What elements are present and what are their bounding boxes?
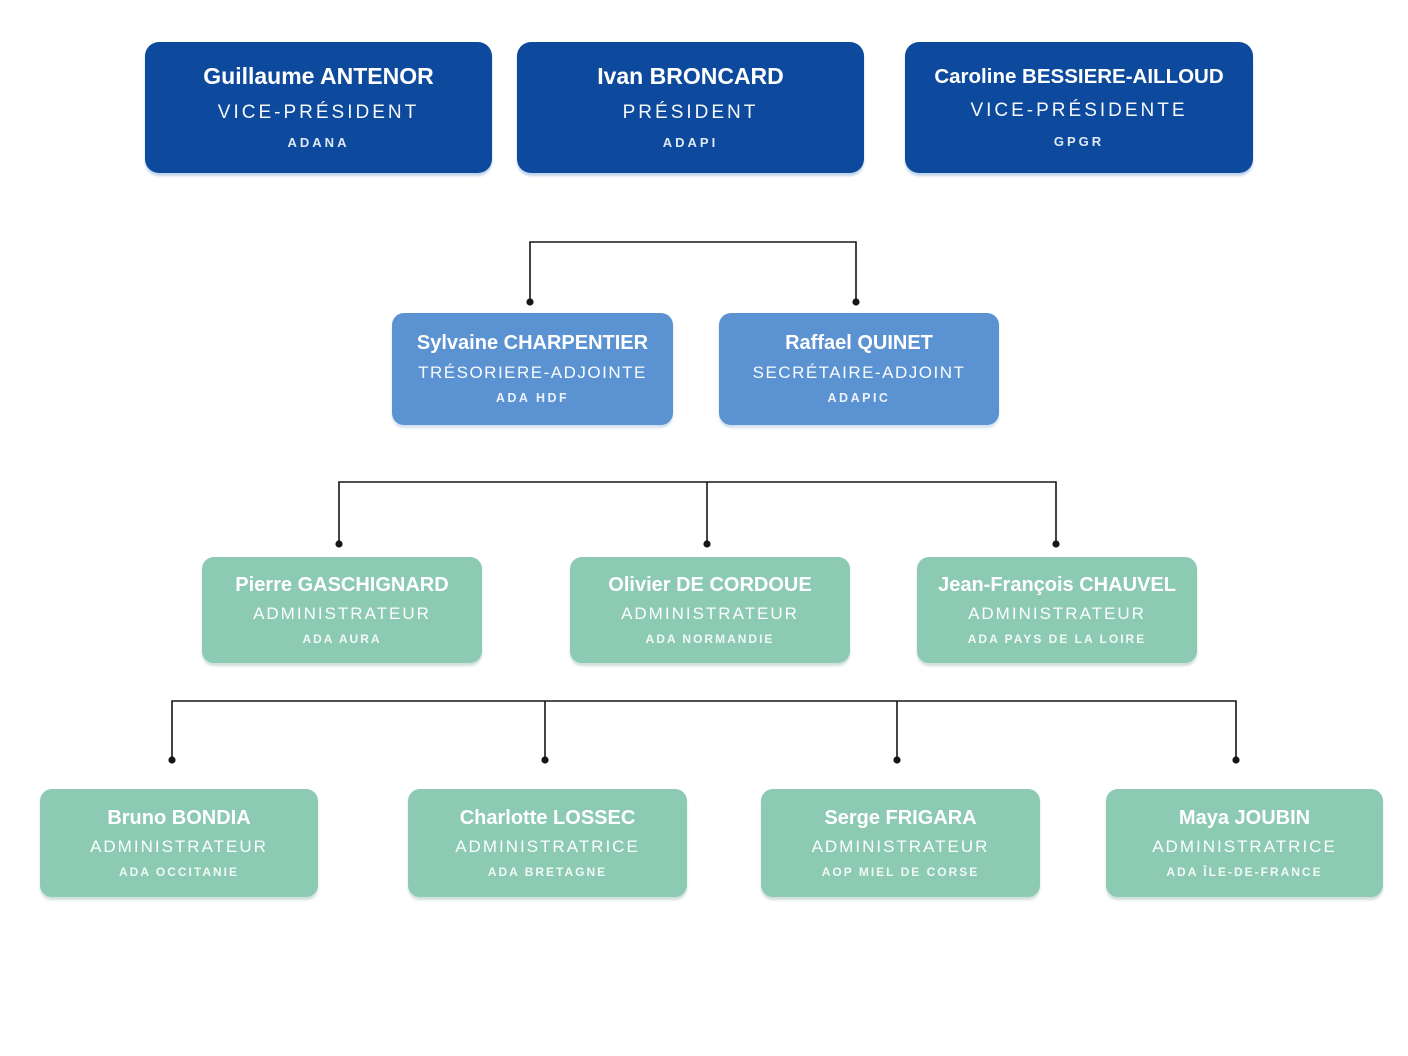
person-org: ADA OCCITANIE: [119, 864, 239, 879]
card-serge-frigara: Serge FRIGARA ADMINISTRATEUR AOP MIEL DE…: [761, 789, 1040, 897]
person-name: Ivan BRONCARD: [597, 63, 784, 90]
person-role: VICE-PRÉSIDENTE: [970, 100, 1188, 122]
person-role: ADMINISTRATRICE: [455, 837, 640, 857]
card-charlotte-lossec: Charlotte LOSSEC ADMINISTRATRICE ADA BRE…: [408, 789, 687, 897]
person-name: Charlotte LOSSEC: [459, 807, 636, 830]
person-name: Caroline BESSIERE-AILLOUD: [934, 64, 1224, 88]
person-role: PRÉSIDENT: [622, 101, 759, 123]
person-org: ADA ÎLE-DE-FRANCE: [1166, 864, 1323, 879]
person-org: ADAPIC: [827, 391, 891, 406]
person-org: ADA AURA: [302, 631, 382, 646]
card-caroline-bessiere-ailloud: Caroline BESSIERE-AILLOUD VICE-PRÉSIDENT…: [905, 42, 1253, 173]
person-role: VICE-PRÉSIDENT: [217, 101, 420, 123]
person-org: ADA PAYS DE LA LOIRE: [967, 631, 1147, 646]
person-name: Sylvaine CHARPENTIER: [416, 331, 649, 354]
person-org: AOP MIEL DE CORSE: [821, 864, 980, 879]
person-role: ADMINISTRATEUR: [253, 604, 431, 624]
person-name: Guillaume ANTENOR: [203, 63, 434, 90]
person-role: TRÉSORIERE-ADJOINTE: [418, 362, 647, 382]
connector-level1-to-level2: [526, 241, 860, 306]
card-sylvaine-charpentier: Sylvaine CHARPENTIER TRÉSORIERE-ADJOINTE…: [392, 313, 673, 425]
person-role: ADMINISTRATEUR: [90, 837, 268, 857]
person-org: ADA NORMANDIE: [645, 631, 775, 646]
card-olivier-de-cordoue: Olivier DE CORDOUE ADMINISTRATEUR ADA NO…: [570, 557, 850, 663]
card-jean-francois-chauvel: Jean-François CHAUVEL ADMINISTRATEUR ADA…: [917, 557, 1197, 663]
person-name: Jean-François CHAUVEL: [938, 574, 1176, 597]
connector-level3-to-level4: [168, 700, 1240, 764]
connector-level2-to-level3: [335, 481, 1060, 548]
card-ivan-broncard: Ivan BRONCARD PRÉSIDENT ADAPI: [517, 42, 864, 173]
person-role: ADMINISTRATEUR: [811, 837, 990, 857]
person-org: ADAPI: [662, 135, 719, 151]
person-org: ADANA: [287, 135, 350, 151]
person-role: SECRÉTAIRE-ADJOINT: [752, 362, 966, 382]
card-raffael-quinet: Raffael QUINET SECRÉTAIRE-ADJOINT ADAPIC: [719, 313, 999, 425]
person-name: Olivier DE CORDOUE: [608, 574, 812, 597]
person-role: ADMINISTRATEUR: [968, 604, 1146, 624]
person-role: ADMINISTRATRICE: [1152, 837, 1337, 857]
person-name: Bruno BONDIA: [107, 807, 251, 830]
person-name: Serge FRIGARA: [824, 807, 977, 830]
card-pierre-gaschignard: Pierre GASCHIGNARD ADMINISTRATEUR ADA AU…: [202, 557, 482, 663]
card-maya-joubin: Maya JOUBIN ADMINISTRATRICE ADA ÎLE-DE-F…: [1106, 789, 1383, 897]
card-guillaume-antenor: Guillaume ANTENOR VICE-PRÉSIDENT ADANA: [145, 42, 492, 173]
card-bruno-bondia: Bruno BONDIA ADMINISTRATEUR ADA OCCITANI…: [40, 789, 318, 897]
person-name: Raffael QUINET: [785, 331, 933, 354]
person-org: ADA BRETAGNE: [487, 864, 608, 879]
person-name: Pierre GASCHIGNARD: [235, 574, 449, 597]
person-name: Maya JOUBIN: [1178, 807, 1311, 830]
person-role: ADMINISTRATEUR: [621, 604, 799, 624]
person-org: ADA HDF: [495, 391, 570, 406]
person-org: GPGR: [1053, 134, 1105, 150]
